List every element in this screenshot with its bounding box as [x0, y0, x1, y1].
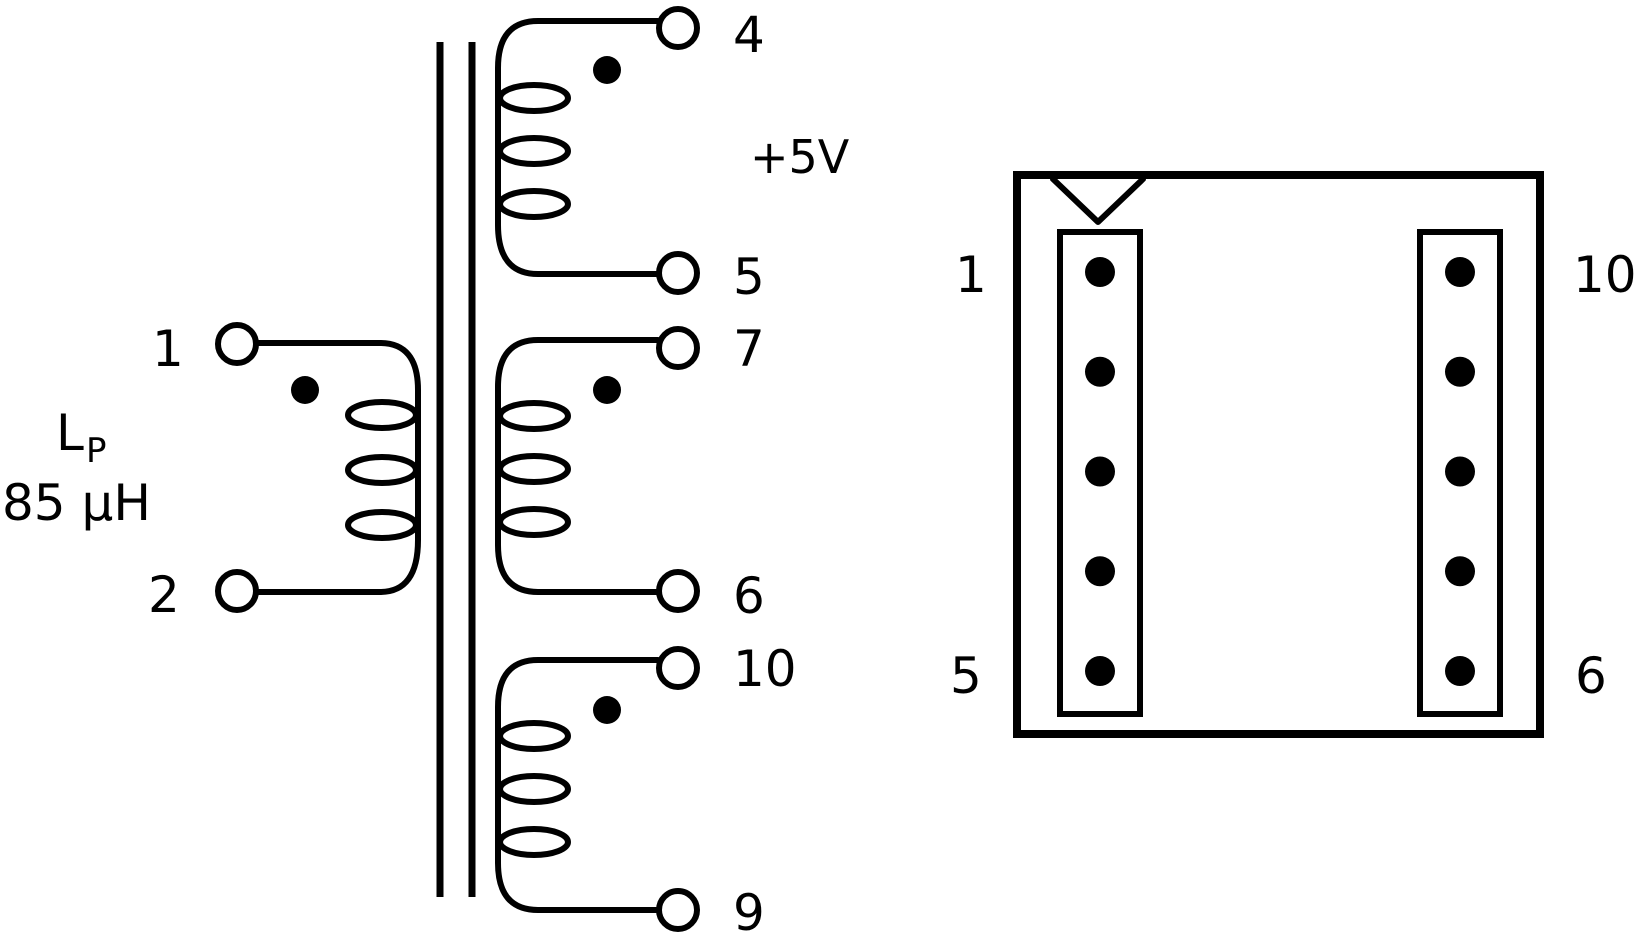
package-pin-right-2 [1445, 356, 1475, 387]
primary-terminal-2 [215, 569, 259, 613]
secondary-1-polarity-dot [593, 56, 621, 84]
primary-inductance-value: 85 µH [2, 474, 151, 532]
secondary-3-pin-bottom-label: 9 [733, 884, 765, 940]
secondary-1-terminal-bottom [656, 251, 700, 295]
package-pin-right-4 [1445, 556, 1475, 587]
package-pin-left-2 [1085, 356, 1115, 387]
secondary-2-pin-bottom-label: 6 [733, 567, 765, 625]
transformer-core [436, 42, 476, 897]
package-pin-left-1 [1085, 257, 1115, 287]
package-pin-right-3 [1445, 456, 1475, 487]
primary-pin-top-label: 1 [152, 320, 184, 378]
package-pin-right-1 [1445, 257, 1475, 287]
primary-terminal-1 [215, 322, 259, 366]
right-pin-row [1445, 257, 1475, 686]
primary-winding [215, 322, 421, 613]
secondary-winding-2 [495, 326, 700, 613]
secondary-winding-3 [495, 646, 700, 932]
secondary-2-terminal-bottom [656, 569, 700, 613]
package-left-bottom-pin-label: 5 [950, 647, 982, 705]
secondary-3-pin-top-label: 10 [733, 640, 797, 698]
secondary-3-terminal-top [656, 646, 700, 690]
package-pin-left-5 [1085, 656, 1115, 686]
package-outline [1013, 171, 1544, 738]
secondary-3-polarity-dot [593, 696, 621, 724]
secondary-1-voltage-label: +5V [750, 130, 850, 184]
left-pin-strip [1057, 229, 1143, 717]
right-pin-strip [1417, 229, 1503, 717]
secondary-2-terminal-top [656, 326, 700, 370]
left-pin-row [1085, 257, 1115, 686]
secondary-2-pin-top-label: 7 [733, 320, 765, 378]
secondary-winding-1 [495, 6, 700, 295]
package-left-top-pin-label: 1 [955, 246, 987, 304]
secondary-2-polarity-dot [593, 376, 621, 404]
package-pin-right-5 [1445, 656, 1475, 686]
primary-pin-bottom-label: 2 [148, 566, 180, 624]
package-right-bottom-pin-label: 6 [1575, 647, 1607, 705]
pin-1-notch-marker [1050, 176, 1146, 225]
package-pin-left-3 [1085, 456, 1115, 487]
secondary-1-terminal-top [656, 6, 700, 50]
secondary-1-pin-top-label: 4 [733, 6, 765, 64]
secondary-3-terminal-bottom [656, 888, 700, 932]
primary-inductance-symbol: L P [56, 404, 107, 471]
package-pin-left-4 [1085, 556, 1115, 587]
package-right-top-pin-label: 10 [1573, 246, 1637, 304]
secondary-1-pin-bottom-label: 5 [733, 248, 765, 306]
primary-polarity-dot [291, 376, 319, 404]
